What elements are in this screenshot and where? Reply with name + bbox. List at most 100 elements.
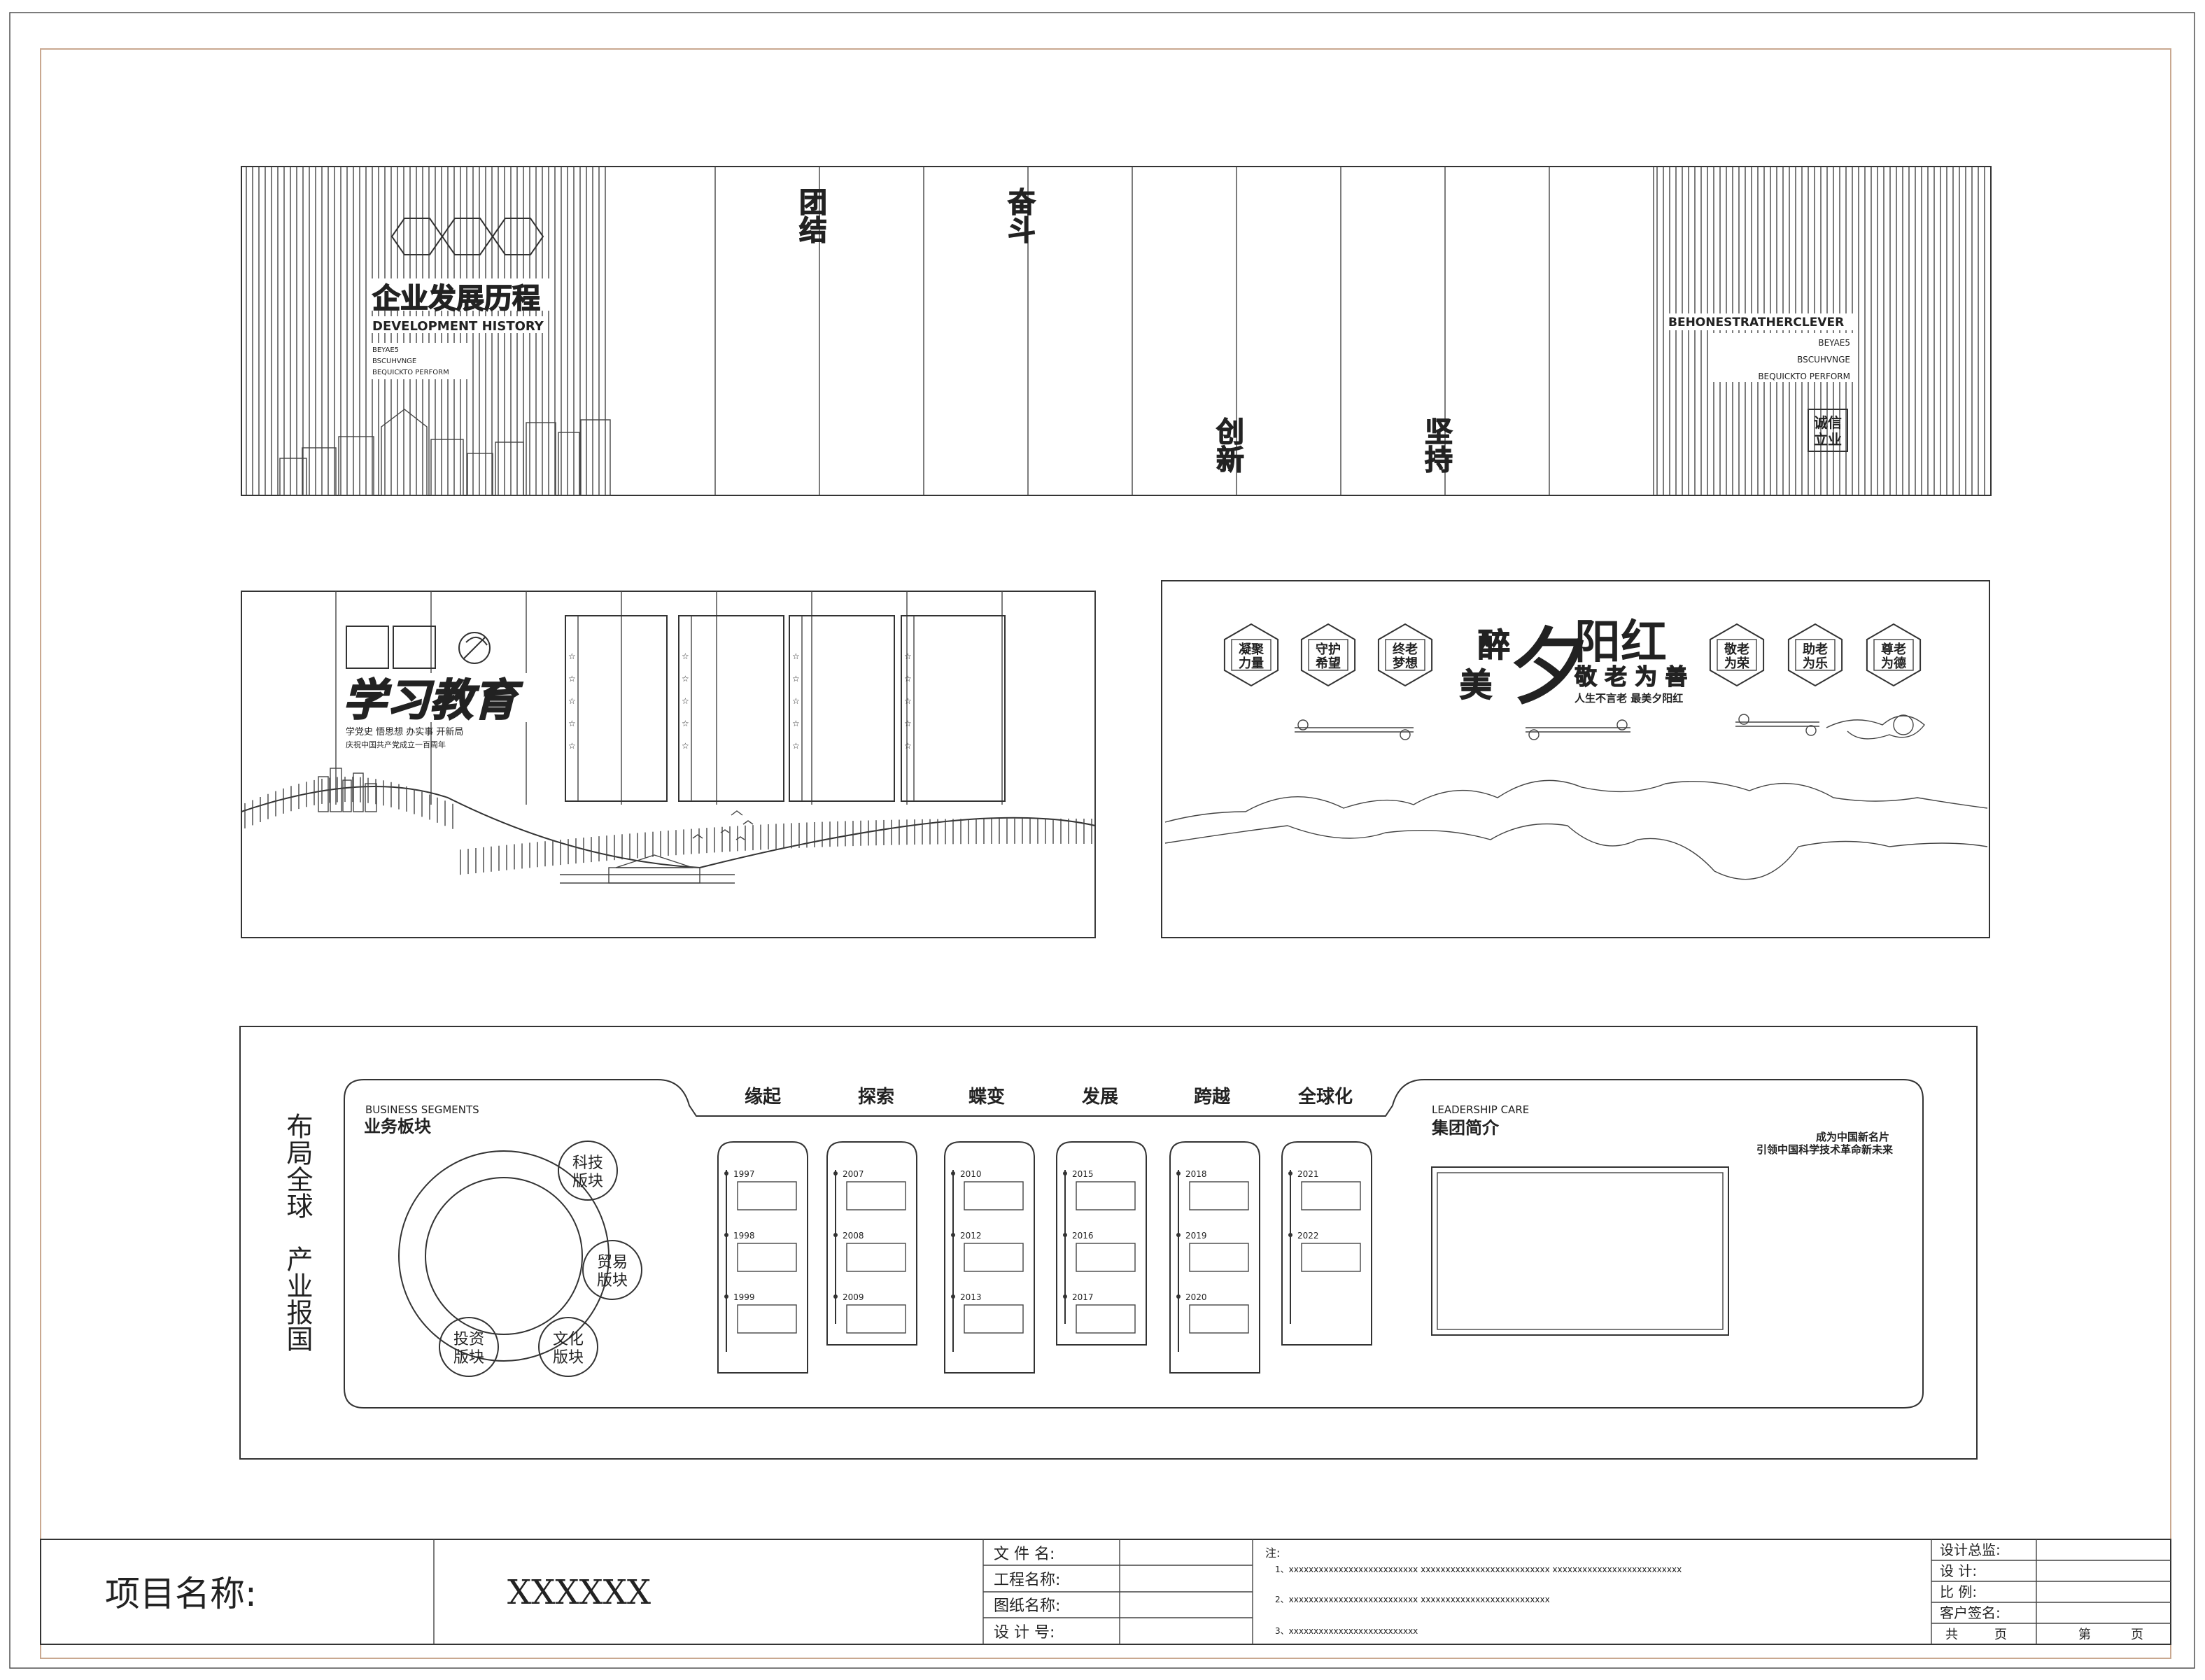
- timeline-card-2: [944, 1141, 1035, 1374]
- star-icon: ☆: [682, 651, 689, 661]
- star-icon: ☆: [682, 741, 689, 751]
- timeline-card-1: [826, 1141, 917, 1346]
- bubble-label: 文化: [553, 1331, 584, 1348]
- p4-vertical-right: 产业报国: [282, 1245, 313, 1352]
- timeline-image-box: [846, 1243, 906, 1272]
- p1-word-jianchi: 坚持: [1420, 417, 1453, 473]
- bubble-label: 版块: [572, 1173, 603, 1190]
- right-hex-text: 为乐: [1803, 656, 1828, 671]
- title-block: 项目名称: XXXXXX 文 件 名: 工程名称: 图纸名称: 设 计 号: 注…: [40, 1539, 2171, 1645]
- timeline-year: 2016: [1072, 1231, 1094, 1241]
- tab-1: 探索: [858, 1087, 894, 1108]
- timeline-card-3: [1056, 1141, 1147, 1346]
- tab-3: 发展: [1081, 1086, 1118, 1108]
- tb-field-0: 文 件 名:: [994, 1546, 1055, 1563]
- timeline-year: 2007: [843, 1169, 864, 1179]
- left-hex-1: [1300, 623, 1356, 687]
- skyline-left: [318, 768, 377, 812]
- bubble-circle: [538, 1317, 598, 1377]
- p2-title: 学习教育: [343, 675, 523, 726]
- p3-subtitle: 敬 老 为 善: [1574, 663, 1687, 690]
- panel-global-layout: 布局全球 产业报国 BUSINESS SEGMENTS 业务板块 科技版块贸易版…: [239, 1026, 1978, 1460]
- tiananmen-graphic: [560, 854, 735, 884]
- star-icon: ☆: [904, 719, 912, 728]
- right-hex-text: 尊老: [1881, 642, 1906, 657]
- tab-0: 缘起: [745, 1087, 782, 1108]
- tb-right-3: 客户签名:: [1940, 1604, 2001, 1621]
- right-hex-1: [1787, 623, 1843, 687]
- tb-total-label: 共: [1945, 1628, 1958, 1642]
- p1-word-tuanjie: 团结: [794, 188, 827, 243]
- stripe-block-left: [246, 167, 606, 495]
- tb-sheet-page: 页: [2131, 1628, 2143, 1642]
- left-hex-text: 梦想: [1393, 656, 1418, 671]
- timeline-image-box: [1076, 1181, 1136, 1210]
- star-icon: ☆: [682, 696, 689, 706]
- right-hex-box-0: [1717, 639, 1757, 671]
- p3-big-right: 阳红: [1575, 615, 1667, 669]
- tb-note-1: 2、xxxxxxxxxxxxxxxxxxxxxxxxxx xxxxxxxxxxx…: [1275, 1595, 1550, 1604]
- timeline-image-box: [846, 1304, 906, 1334]
- p4-inner-outline: [344, 1079, 1924, 1409]
- tb-note-0: 1、xxxxxxxxxxxxxxxxxxxxxxxxxx xxxxxxxxxxx…: [1275, 1565, 1682, 1574]
- timeline-year: 1998: [733, 1231, 755, 1241]
- p1-right-0: BEYAE5: [1818, 338, 1850, 348]
- business-ring-inner: [425, 1177, 583, 1335]
- mountain-line-1: [1164, 779, 1988, 823]
- tb-page-label: 页: [1994, 1628, 2007, 1642]
- right-hex-2: [1866, 623, 1922, 687]
- star-icon: ☆: [568, 741, 576, 751]
- tab-5: 全球化: [1297, 1086, 1353, 1108]
- p2-line2: 庆祝中国共产党成立一百周年: [346, 740, 446, 749]
- timeline-dot: [951, 1294, 955, 1299]
- timeline-image-box: [1301, 1243, 1361, 1272]
- p1-title-en: DEVELOPMENT HISTORY: [372, 319, 544, 334]
- tb-right-1: 设 计:: [1940, 1562, 1977, 1579]
- bubble-label: 科技: [572, 1155, 603, 1172]
- business-ring: [398, 1150, 610, 1362]
- tb-note-label: 注:: [1265, 1546, 1280, 1560]
- p3-big-left-0: 醉: [1478, 626, 1510, 664]
- timeline-year: 2013: [960, 1292, 982, 1302]
- star-icon: ☆: [682, 719, 689, 728]
- timeline-year: 2009: [843, 1292, 864, 1302]
- birds-graphic: [692, 810, 754, 840]
- timeline-dot: [724, 1171, 728, 1176]
- bubble-label: 版块: [553, 1349, 584, 1367]
- p4-vertical-left: 布局全球: [282, 1113, 313, 1219]
- timeline-dot: [1288, 1171, 1292, 1176]
- bubble-label: 投资: [453, 1331, 484, 1348]
- timeline-image-box: [1189, 1181, 1249, 1210]
- tb-field-1: 工程名称:: [994, 1572, 1060, 1589]
- tb-sheet-label: 第: [2078, 1628, 2091, 1642]
- right-hex-box-2: [1873, 639, 1914, 671]
- timeline-image-box: [846, 1181, 906, 1210]
- star-icon: ☆: [568, 651, 576, 661]
- display-boards: ☆☆☆☆☆☆☆☆☆☆☆☆☆☆☆☆☆☆☆☆: [565, 615, 1006, 802]
- left-hex-box-0: [1231, 639, 1271, 671]
- tb-right-0: 设计总监:: [1940, 1541, 2001, 1558]
- star-icon: ☆: [792, 741, 800, 751]
- p4-leader-cn: 集团简介: [1431, 1118, 1500, 1138]
- timeline-image-box: [1189, 1304, 1249, 1334]
- timeline-year: 2019: [1185, 1231, 1207, 1241]
- timeline-year: 2010: [960, 1169, 982, 1179]
- timeline-year: 1997: [733, 1169, 755, 1179]
- star-icon: ☆: [904, 651, 912, 661]
- star-icon: ☆: [792, 696, 800, 706]
- bubble-label: 版块: [597, 1272, 628, 1290]
- p3-big-left-1: 美: [1460, 666, 1492, 704]
- tb-right-2: 比 例:: [1940, 1583, 1977, 1600]
- p1-sub-0: BEYAE5: [372, 346, 399, 354]
- bubble-circle: [582, 1240, 642, 1300]
- p1-stamp-0: 诚信: [1814, 414, 1842, 431]
- timeline-year: 2018: [1185, 1169, 1207, 1179]
- city-skyline-graphic: [279, 409, 611, 496]
- star-icon: ☆: [568, 719, 576, 728]
- left-hex-box-2: [1385, 639, 1425, 671]
- left-hex-0: [1223, 623, 1279, 687]
- timeline-image-box: [1076, 1304, 1136, 1334]
